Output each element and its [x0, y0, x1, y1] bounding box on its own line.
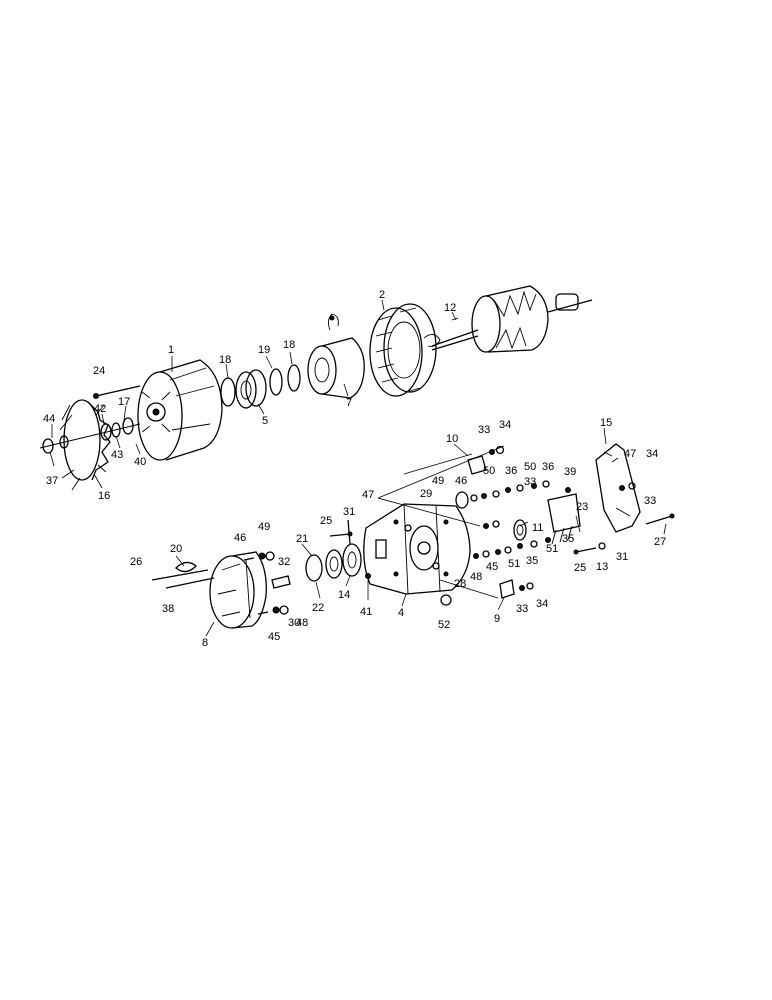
callout-label: 13: [596, 561, 608, 573]
fan-part: [59, 399, 111, 491]
callout-label: 26: [130, 556, 142, 568]
callout-label: 25: [574, 562, 586, 574]
callout-label: 28: [454, 578, 466, 590]
callout-label: 11: [532, 522, 543, 534]
callout-label: 16: [98, 490, 110, 502]
callout-label: 51: [508, 558, 520, 570]
callout-label: 35: [562, 533, 574, 545]
callout-label: 21: [296, 533, 308, 545]
callout-label: 18: [219, 354, 231, 366]
bearing-part: [305, 543, 362, 582]
callout-label: 38: [162, 603, 174, 615]
callout-label: 44: [43, 413, 55, 425]
callout-label: 33: [644, 495, 656, 507]
bolt-part: [645, 515, 673, 525]
callout-label: 20: [170, 543, 182, 555]
drive-end-frame-part: [137, 359, 223, 461]
callout-label: 45: [486, 561, 498, 573]
callout-label: 25: [320, 515, 332, 527]
callout-label: 33: [516, 603, 528, 615]
lower-assembly: [151, 427, 675, 637]
callout-label: 31: [343, 506, 355, 518]
stator-part: [369, 303, 441, 397]
bearing-part: [220, 364, 301, 409]
callout-label: 50: [483, 465, 495, 477]
callout-label: 27: [654, 536, 666, 548]
callout-label: 8: [202, 637, 208, 649]
callout-label: 35: [526, 555, 538, 567]
callout-label: 33: [478, 424, 490, 436]
callout-label: 24: [93, 365, 105, 377]
lower-callouts: 4 8 9 10 11 13 14 15 20 21 22 23 25 25 2…: [130, 417, 666, 649]
callout-label: 48: [296, 617, 308, 629]
bolt-part: [165, 577, 215, 589]
callout-label: 41: [360, 606, 372, 618]
upper-callouts: 1 2 5 7 12 16 17 18 18 19 24 37 40 42 43…: [43, 289, 456, 502]
upper-assembly: [39, 285, 593, 491]
callout-label: 5: [262, 415, 268, 427]
callout-label: 4: [398, 607, 404, 619]
terminal-hardware-part: [440, 445, 551, 606]
callout-label: 49: [258, 521, 270, 533]
end-cover-part: [209, 551, 267, 629]
slip-ring-part: [307, 313, 365, 399]
callout-label: 36: [542, 461, 554, 473]
callout-label: 43: [111, 449, 123, 461]
callout-label: 7: [346, 397, 352, 409]
callout-label: 19: [258, 344, 270, 356]
callout-label: 46: [455, 475, 467, 487]
callout-label: 17: [118, 396, 130, 408]
callout-label: 48: [470, 571, 482, 583]
callout-label: 50: [524, 461, 536, 473]
regulator-part: [547, 487, 581, 545]
callout-label: 39: [564, 466, 576, 478]
callout-label: 31: [616, 551, 628, 563]
callout-label: 34: [536, 598, 548, 610]
bolt-part: [151, 569, 209, 581]
callout-label: 23: [576, 501, 588, 513]
shaft-nut-part: [39, 417, 141, 454]
callout-label: 45: [268, 631, 280, 643]
callout-label: 37: [46, 475, 58, 487]
callout-label: 22: [312, 602, 324, 614]
callout-label: 15: [600, 417, 612, 429]
rotor-part: [431, 285, 593, 353]
callout-label: 29: [420, 488, 432, 500]
insulator-washer-part: [243, 551, 291, 615]
callout-label: 47: [362, 489, 374, 501]
callout-label: 32: [278, 556, 290, 568]
bolt-part: [329, 533, 351, 537]
callout-label: 14: [338, 589, 350, 601]
callout-label: 47: [624, 448, 636, 460]
rear-cover-part: [595, 443, 641, 533]
callout-label: 36: [505, 465, 517, 477]
callout-label: 30: [288, 617, 300, 629]
callout-label: 9: [494, 613, 500, 625]
callout-label: 49: [432, 475, 444, 487]
callout-label: 52: [438, 619, 450, 631]
callout-label: 46: [234, 532, 246, 544]
upper-leader-lines: [49, 299, 457, 489]
callout-label: 40: [134, 456, 146, 468]
lower-leader-lines: [175, 427, 667, 637]
callout-label: 33: [524, 476, 536, 488]
callout-label: 12: [444, 302, 456, 314]
callout-label: 2: [379, 289, 385, 301]
callout-label: 51: [546, 543, 558, 555]
callout-label: 1: [168, 344, 174, 356]
callout-label: 10: [446, 433, 458, 445]
callout-label: 34: [499, 419, 511, 431]
bolt-part: [95, 385, 141, 397]
callout-label: 18: [283, 339, 295, 351]
slip-ring-end-frame-part: [363, 503, 471, 595]
callout-label: 34: [646, 448, 658, 460]
callout-label: 42: [94, 403, 106, 415]
